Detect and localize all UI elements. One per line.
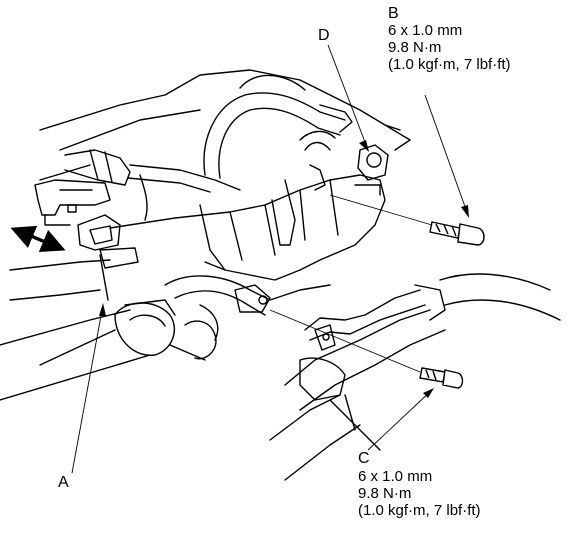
leader-arrowhead-a (99, 303, 106, 316)
leader-arrowhead-d (359, 140, 369, 152)
torque-nm-c: 9.8 N·m (358, 485, 412, 502)
left-bracket (34, 179, 111, 216)
left-clip (77, 214, 121, 251)
right-lower-hose (304, 289, 421, 331)
leader-line-c (367, 389, 433, 451)
torque-imperial-b: (1.0 kgf·m, 7 lbf·ft) (388, 56, 511, 73)
valve-body (109, 174, 386, 281)
torque-spec-b: 6 x 1.0 mm 9.8 N·m (1.0 kgf·m, 7 lbf·ft) (388, 22, 511, 73)
bolt-c (419, 367, 464, 389)
bolt-b (429, 221, 485, 246)
leader-arrowhead-c (423, 388, 434, 398)
engine-casting (39, 69, 401, 131)
direction-arrow (10, 225, 66, 253)
leader-line-a (71, 304, 104, 474)
callout-c: C (358, 450, 370, 467)
leader-arrowhead-b (461, 205, 469, 218)
bolt-c-axis-line (269, 309, 421, 373)
torque-spec-c: 6 x 1.0 mm 9.8 N·m (1.0 kgf·m, 7 lbf·ft) (358, 468, 481, 519)
leader-line-d (327, 44, 369, 151)
torque-nm-b: 9.8 N·m (388, 39, 442, 56)
bolt-size-c: 6 x 1.0 mm (358, 468, 433, 485)
callout-b: B (388, 5, 399, 22)
lower-left-hose (9, 259, 111, 271)
callout-d: D (318, 27, 330, 44)
callout-a: A (58, 474, 69, 491)
torque-imperial-c: (1.0 kgf·m, 7 lbf·ft) (358, 502, 481, 519)
right-hose-bracket (314, 324, 336, 351)
leader-line-b (424, 94, 469, 216)
bolt-b-axis-line (329, 194, 433, 226)
bolt-size-b: 6 x 1.0 mm (388, 22, 463, 39)
upper-hose (203, 92, 346, 176)
center-hose (164, 275, 331, 301)
hose-clamp-d (357, 144, 389, 181)
